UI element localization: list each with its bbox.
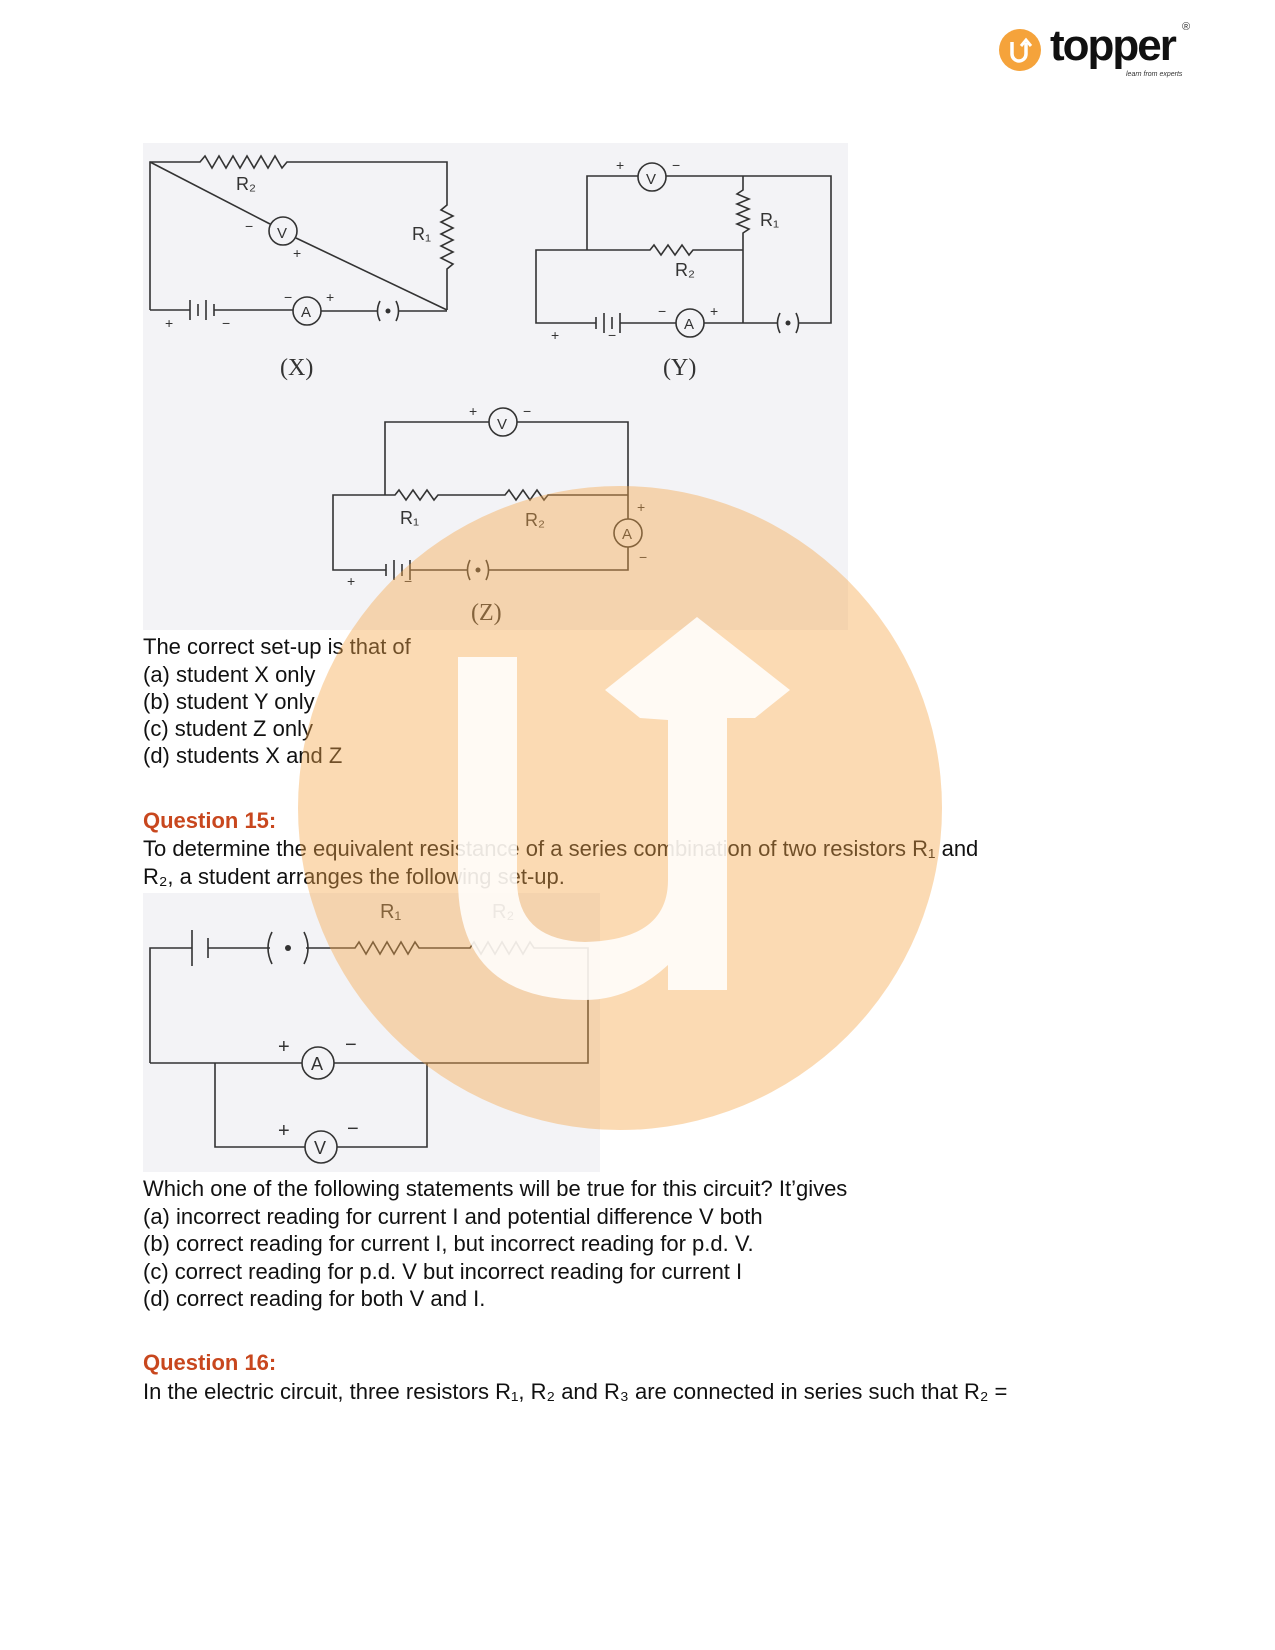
- z-a-minus: −: [639, 549, 647, 565]
- x-voltmeter-label: V: [277, 225, 287, 242]
- series-r2-label: R₂: [492, 901, 514, 923]
- logo-tagline: learn from experts: [1126, 71, 1183, 78]
- series-a-plus: +: [278, 1036, 290, 1058]
- x-a-minus: −: [284, 289, 292, 305]
- series-voltmeter-label: V: [314, 1138, 326, 1158]
- circuit-y-caption: (Y): [663, 355, 696, 381]
- circuit-x-caption: (X): [280, 355, 313, 381]
- q14-option-c: (c) student Z only: [143, 716, 313, 741]
- y-v-minus: −: [672, 157, 680, 173]
- y-r1-label: R₁: [760, 210, 779, 230]
- y-ammeter-label: A: [684, 316, 694, 333]
- q15-option-b: (b) correct reading for current I, but i…: [143, 1231, 754, 1256]
- q14-option-a: (a) student X only: [143, 662, 316, 687]
- series-r1-label: R₁: [380, 901, 401, 923]
- z-battery-minus: −: [404, 573, 412, 589]
- topper-logo-icon: [999, 29, 1041, 71]
- series-v-minus: −: [347, 1118, 359, 1140]
- circuit-z: [332, 407, 643, 581]
- y-a-plus: +: [710, 303, 718, 319]
- series-ammeter-label: A: [311, 1054, 323, 1074]
- circuit-y: [535, 162, 832, 338]
- q15-prompt: Which one of the following statements wi…: [143, 1176, 848, 1201]
- circuit-x: [149, 154, 455, 326]
- question-16-heading: Question 16:: [143, 1350, 277, 1375]
- z-a-plus: +: [637, 499, 645, 515]
- q15-text-line-2: R₂, a student arranges the following set…: [143, 864, 565, 889]
- y-r2-label: R₂: [675, 260, 695, 280]
- circuit-figure-series: R₁ R₂ A + − V + −: [143, 893, 600, 1172]
- q16-text: In the electric circuit, three resistors…: [143, 1379, 1008, 1404]
- q15-text-line-1: To determine the equivalent resistance o…: [143, 836, 979, 861]
- x-a-plus: +: [326, 289, 334, 305]
- y-v-plus: +: [616, 157, 624, 173]
- z-battery-plus: +: [347, 573, 355, 589]
- q15-option-d: (d) correct reading for both V and I.: [143, 1286, 486, 1311]
- z-voltmeter-label: V: [497, 416, 507, 433]
- z-ammeter-label: A: [622, 526, 632, 543]
- logo-wordmark: topper: [1050, 21, 1177, 70]
- q15-option-c: (c) correct reading for p.d. V but incor…: [143, 1259, 743, 1284]
- y-a-minus: −: [658, 303, 666, 319]
- x-v-minus: −: [245, 218, 253, 234]
- circuit-figure-xyz: R₂ R₁ V − + A − + + − (X) R₁ R₂ V + − A …: [143, 143, 848, 630]
- z-r1-label: R₁: [400, 508, 419, 528]
- x-v-plus: +: [293, 245, 301, 261]
- question-15-heading: Question 15:: [143, 808, 277, 833]
- y-battery-minus: −: [608, 327, 616, 343]
- q14-option-d: (d) students X and Z: [143, 743, 343, 768]
- x-ammeter-label: A: [301, 304, 311, 321]
- x-battery-plus: +: [165, 315, 173, 331]
- z-r2-label: R₂: [525, 510, 545, 530]
- series-v-plus: +: [278, 1120, 290, 1142]
- x-battery-minus: −: [222, 315, 230, 331]
- q14-prompt: The correct set-up is that of: [143, 634, 411, 659]
- z-v-plus: +: [469, 403, 477, 419]
- series-a-minus: −: [345, 1034, 357, 1056]
- z-v-minus: −: [523, 403, 531, 419]
- circuit-z-caption: (Z): [471, 600, 502, 626]
- q14-option-b: (b) student Y only: [143, 689, 315, 714]
- q15-option-a: (a) incorrect reading for current I and …: [143, 1204, 763, 1229]
- x-r1-label: R₁: [412, 224, 431, 244]
- logo-registered-mark: ®: [1182, 21, 1191, 33]
- y-voltmeter-label: V: [646, 171, 656, 188]
- y-battery-plus: +: [551, 327, 559, 343]
- x-r2-label: R₂: [236, 174, 256, 194]
